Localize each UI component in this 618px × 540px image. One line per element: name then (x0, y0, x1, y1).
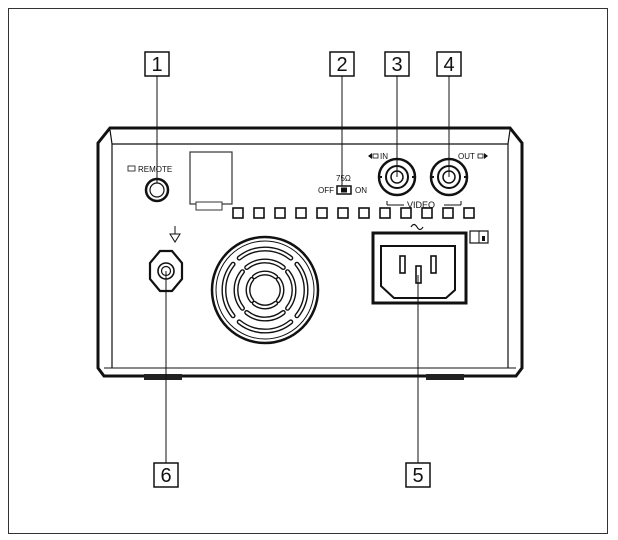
fan-grille-arc-inner (277, 278, 284, 302)
vent-slot (379, 207, 391, 219)
video-label: VIDEO (407, 200, 435, 210)
vent-slot (463, 207, 475, 219)
remote-connector (127, 165, 170, 203)
svg-text:3: 3 (391, 54, 402, 76)
fan-grille-arc-inner (245, 259, 285, 269)
svg-text:1: 1 (151, 54, 162, 76)
callout-3: 3 (384, 51, 410, 77)
out-arrow-icon (477, 153, 488, 159)
fan-grille-arc-inner (253, 271, 277, 278)
vent-slot (274, 207, 286, 219)
ac-inlet (371, 231, 468, 305)
video-bracket (386, 201, 462, 206)
vent-slot (442, 207, 454, 219)
fan-grille-arc-inner (238, 247, 292, 260)
termination-switch (336, 185, 352, 195)
in-label: IN (380, 152, 388, 161)
fan-grille-arc-inner (286, 270, 296, 310)
fan-grille-arc-inner (234, 270, 244, 310)
callout-5: 5 (405, 462, 431, 488)
leader-lines (156, 76, 450, 463)
ventilation-slots (232, 207, 475, 219)
diagram-frame (8, 8, 608, 534)
label-plate (189, 151, 233, 211)
fan-grille (210, 235, 320, 345)
vent-slot (232, 207, 244, 219)
ground-symbol-icon (169, 226, 181, 243)
ohm-label: 75Ω (336, 174, 351, 183)
left-foot (144, 374, 182, 380)
in-arrow-icon (368, 153, 379, 159)
svg-text:4: 4 (443, 54, 454, 76)
fan-grille-arc-inner (295, 263, 308, 317)
right-foot (426, 374, 464, 380)
callout-6: 6 (153, 462, 179, 488)
vent-slot (358, 207, 370, 219)
vent-slot (253, 207, 265, 219)
remote-label: REMOTE (138, 165, 172, 174)
ac-tilde-icon (410, 223, 424, 231)
vent-slot (421, 207, 433, 219)
switch-off-label: OFF (318, 186, 334, 195)
manual-icon (469, 230, 489, 244)
out-label: OUT (458, 152, 475, 161)
svg-text:2: 2 (336, 54, 347, 76)
fan-grille-arc-inner (238, 320, 292, 333)
callout-1: 1 (144, 51, 170, 77)
vent-slot (337, 207, 349, 219)
svg-text:6: 6 (160, 465, 171, 487)
callout-4: 4 (436, 51, 462, 77)
fan-grille-arc-inner (222, 263, 235, 317)
switch-on-label: ON (355, 186, 367, 195)
callout-2: 2 (329, 51, 355, 77)
fan-grille-arc-inner (253, 302, 277, 309)
vent-slot (295, 207, 307, 219)
fan-grille-arc-inner (245, 311, 285, 321)
vent-slot (400, 207, 412, 219)
fan-grille-arc-inner (246, 278, 253, 302)
vent-slot (316, 207, 328, 219)
svg-text:5: 5 (412, 465, 423, 487)
